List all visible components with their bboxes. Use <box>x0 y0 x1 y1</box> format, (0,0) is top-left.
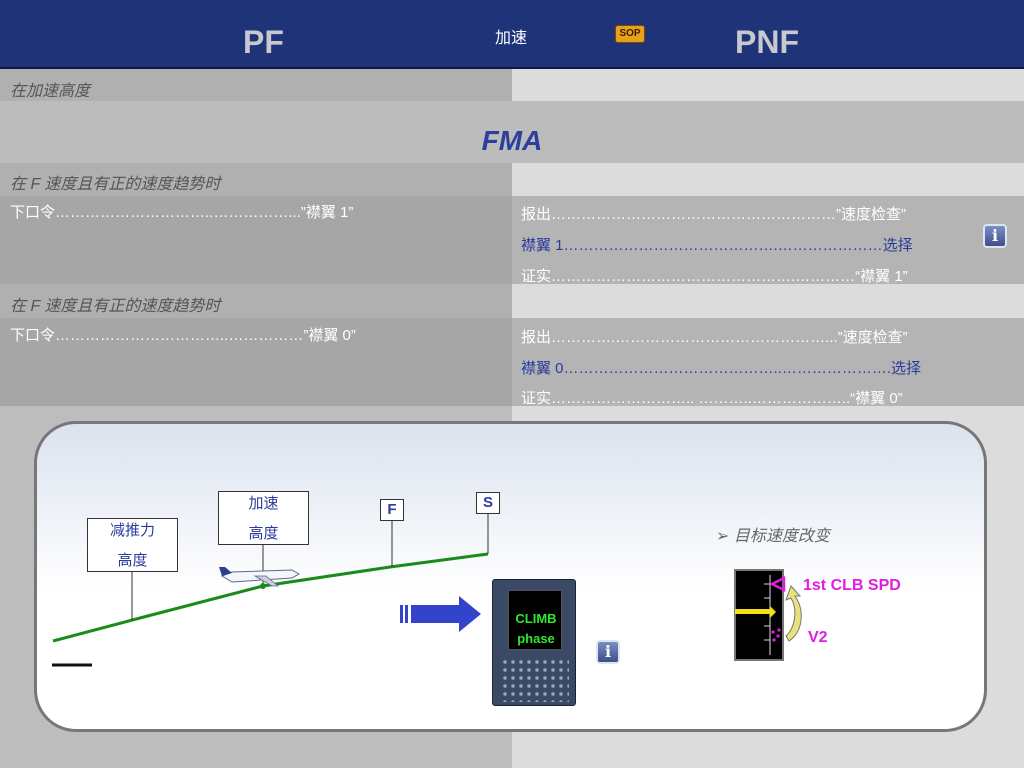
pf-command-flaps0: 下口令……………………………..……………”襟翼 0” <box>10 327 356 344</box>
section-f-speed-1: 在 F 速度且有正的速度趋势时 <box>10 176 221 193</box>
mcdu-icon: CLIMB phase <box>492 579 576 706</box>
arrow-right-icon <box>400 596 481 632</box>
pf-command-flaps1: 下口令…………………………..……………...”襟翼 1” <box>10 204 354 221</box>
pnf-flaps0-select: 襟翼 0……………………………………..………………….选择 <box>521 360 922 377</box>
section-f-speed-2: 在 F 速度且有正的速度趋势时 <box>10 298 221 315</box>
pf-action-block-1 <box>0 196 512 284</box>
fma-heading: FMA <box>481 125 543 156</box>
first-clb-spd-label: 1st CLB SPD <box>803 577 901 594</box>
section-row-f2 <box>0 284 512 318</box>
pnf-confirm-flaps1: 证实………………………………………….…………“襟翼 1” <box>521 268 908 285</box>
thrust-reduction-alt-box: 减推力 高度 <box>87 518 178 572</box>
section-accel-alt: 在加速高度 <box>10 83 91 100</box>
info-icon[interactable]: i <box>983 224 1007 248</box>
pnf-confirm-flaps0: 证实……………………….. ………..………………..“襟翼 0” <box>521 390 903 407</box>
header-bar: PF 加速 SOP PNF <box>0 0 1024 69</box>
f-speed-marker: F <box>380 499 404 521</box>
section-row-accel-alt <box>0 69 512 101</box>
accel-label-1: 加速 <box>248 495 279 512</box>
section-row-f2-right <box>512 284 1024 318</box>
accel-label-2: 高度 <box>248 525 279 542</box>
s-speed-marker: S <box>476 492 500 514</box>
climb-label: CLIMB <box>515 611 557 626</box>
pf-title: PF <box>243 24 284 60</box>
pnf-callout-speed-check-1: 报出…………………………………………………”速度检查” <box>521 206 906 223</box>
sop-icon[interactable]: SOP <box>615 25 645 43</box>
thr-red-label-2: 高度 <box>117 552 148 569</box>
accel-alt-box: 加速 高度 <box>218 491 309 545</box>
section-row-f1 <box>0 163 512 196</box>
airplane-icon <box>219 567 301 589</box>
thr-red-label-1: 减推力 <box>109 522 155 539</box>
speed-tape-icon <box>734 569 802 661</box>
pnf-title: PNF <box>735 24 799 60</box>
page-title: 加速 <box>495 30 528 47</box>
mcdu-screen: CLIMB phase <box>508 590 562 650</box>
section-row-accel-alt-right <box>512 69 1024 101</box>
info-icon-diagram[interactable]: i <box>596 640 620 664</box>
pnf-callout-speed-check-2: 报出………….……………………………………...”速度检查” <box>521 329 908 346</box>
section-row-f1-right <box>512 163 1024 196</box>
pnf-action-block-2 <box>512 318 1024 406</box>
pnf-action-block-1 <box>512 196 1024 284</box>
pnf-flaps1-select: 襟翼 1…………………………………….…………………选择 <box>521 237 913 254</box>
fma-band <box>0 101 1024 163</box>
target-speed-change: ➢ 目标速度改变 <box>716 528 830 545</box>
phase-label: phase <box>517 631 555 646</box>
v2-label: V2 <box>808 629 828 646</box>
mcdu-keypad <box>501 658 569 702</box>
pf-action-block-2 <box>0 318 512 406</box>
